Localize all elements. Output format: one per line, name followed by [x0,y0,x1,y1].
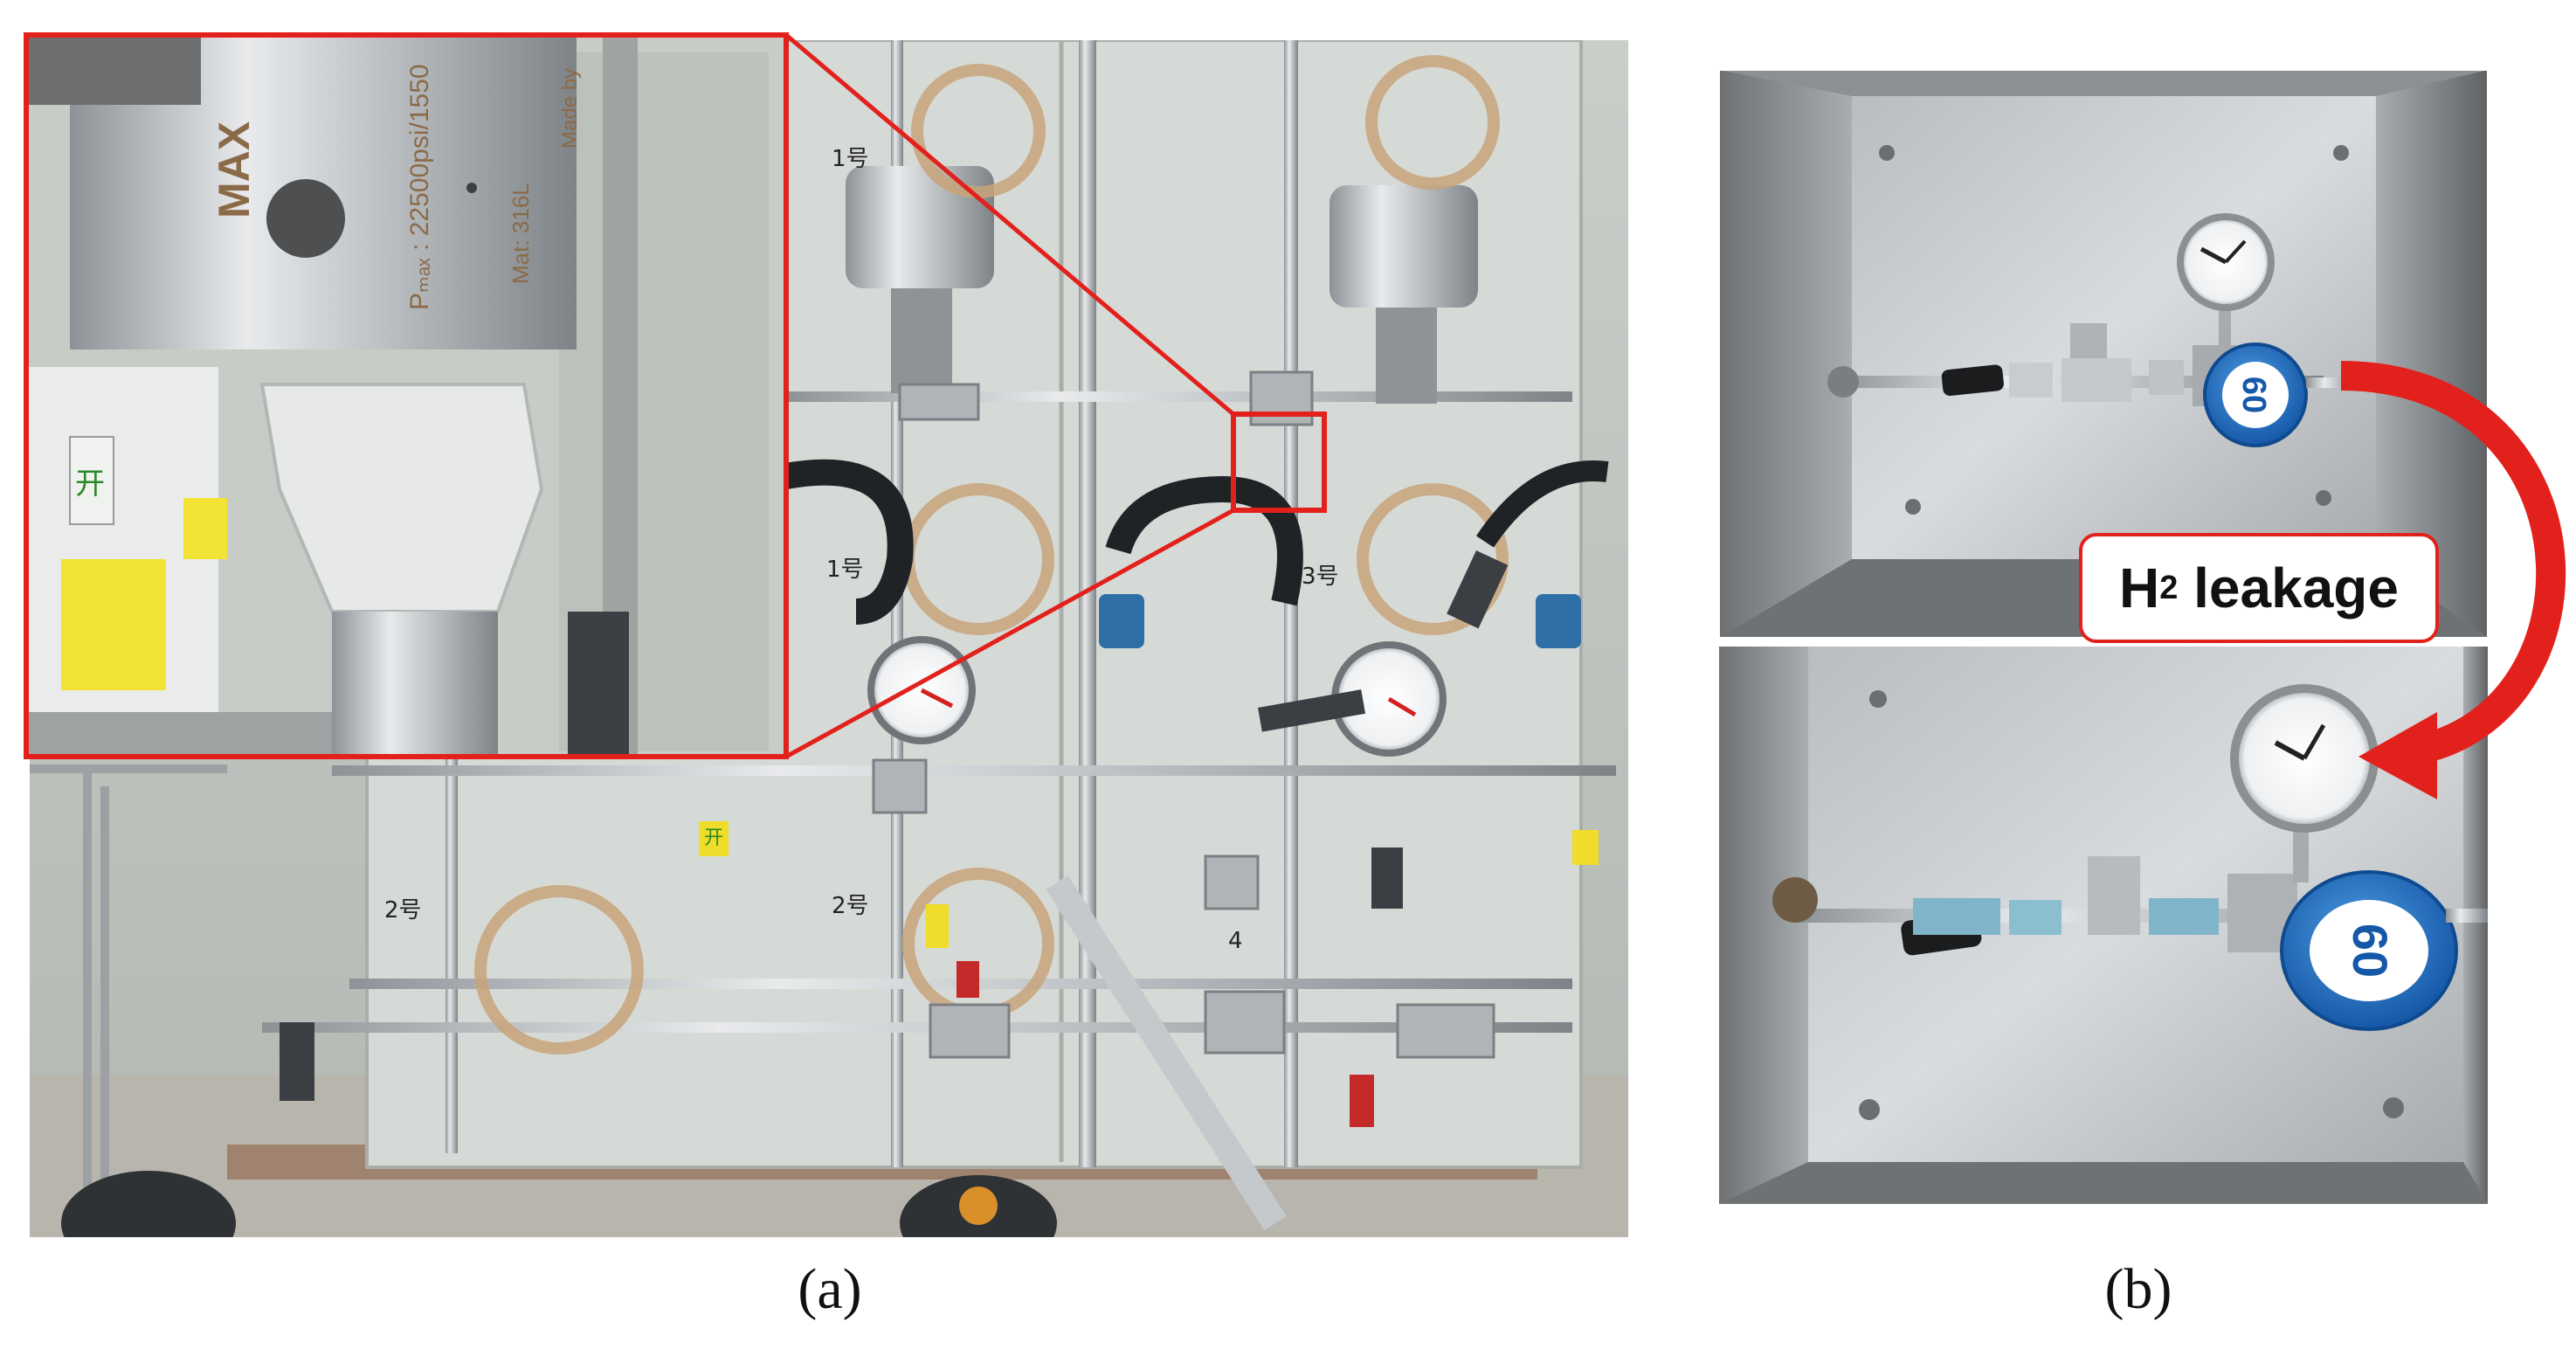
knob-text-after: 60 [2343,924,2398,978]
zoom-source-box [1231,412,1327,513]
zoom-tag-text: 开 [75,467,105,502]
panel-b-photo-before: 60 [1719,70,2488,638]
leakage-arrow [2340,361,2566,799]
engraving-pressure: Pₘₐₓ : 22500psi/1550 [405,64,434,310]
skid-label-6: 4 [1228,928,1243,954]
skid-label-5: 2号 [384,897,422,924]
zoom-inset: 开 MAX Pₘₐₓ : 22500psi/1550 Mat: 316L Mad… [26,35,786,757]
callout-line-top [784,33,1235,416]
engraving-maker: Made by [558,68,582,149]
engraving-brand: MAX [210,121,259,218]
regulator-knob-before: 60 [2203,342,2308,447]
engraving-material: Mat: 316L [508,183,534,284]
zoom-inset-border [24,32,789,759]
skid-label-4: 1号 [826,557,864,583]
h2-leakage-rest: leakage [2178,557,2399,619]
pressure-gauge-a1 [867,636,976,744]
skid-label-1: 1号 [832,146,869,172]
open-tag-text: 开 [704,827,723,849]
block-engraving: MAX Pₘₐₓ : 22500psi/1550 Mat: 316L Made … [210,64,582,310]
caption-b: (b) [2104,1257,2172,1321]
relief-valve-right [1329,185,1478,404]
caption-a: (a) [798,1257,862,1321]
callout-line-bottom [784,508,1235,759]
panel-b-photo-after: 60 [1719,647,2488,1204]
skid-label-2: 2号 [832,893,869,919]
h2-leakage-subscript: 2 [2159,569,2179,606]
relief-valve-left [846,166,994,393]
h2-leakage-h: H [2119,557,2160,619]
skid-labels: 1号 2号 3号 1号 2号 4 [384,146,1339,954]
knob-text-before: 60 [2235,377,2272,413]
gauge-before [2177,213,2275,349]
panel-a-photo: 开 1号 2号 3号 1号 2号 4 [30,40,1628,1237]
regulator-knob-after: 60 [2280,870,2458,1031]
gauge-after [2230,684,2379,882]
skid-label-3: 3号 [1302,564,1339,590]
